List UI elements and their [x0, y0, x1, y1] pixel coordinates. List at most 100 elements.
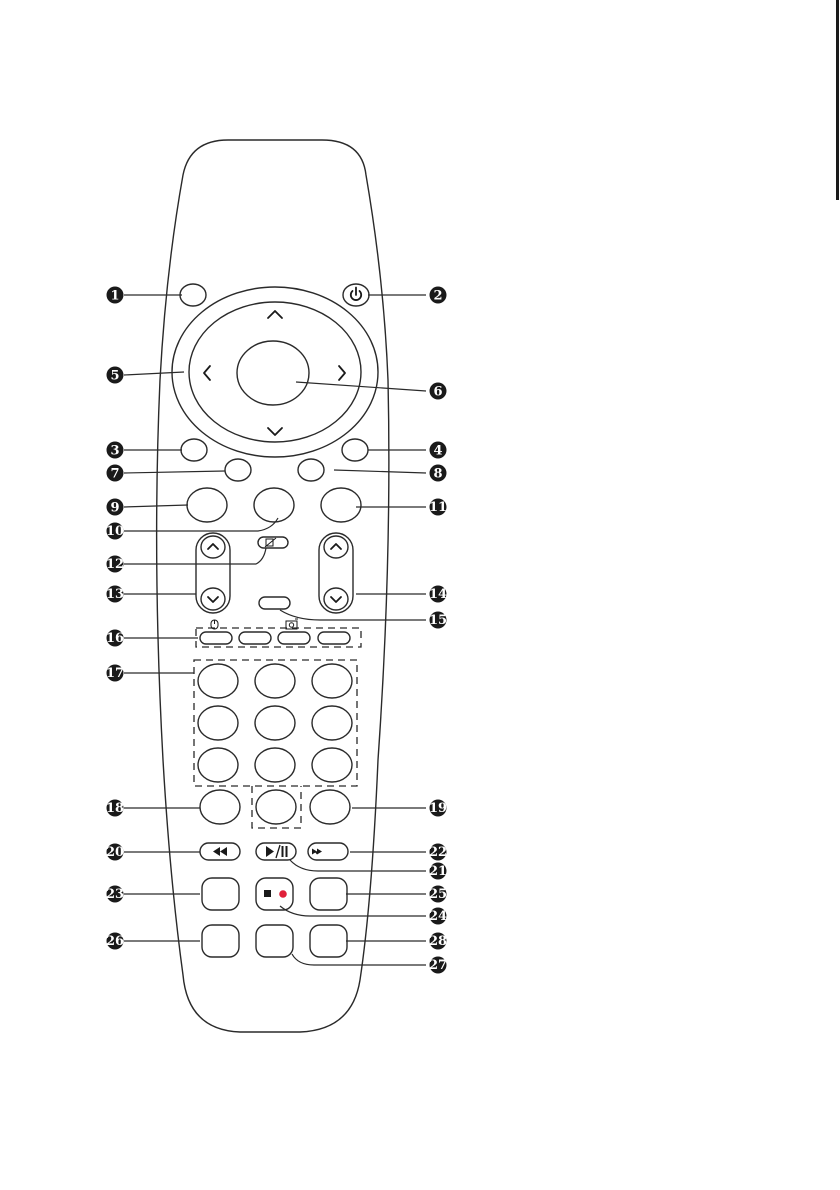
- callout-marker: 1: [106, 286, 124, 304]
- rewind-icon: [213, 847, 227, 856]
- arrow-down-icon: [267, 427, 283, 436]
- button-11[interactable]: [320, 487, 362, 523]
- mouse-icon: [210, 619, 219, 630]
- callout-marker: 3: [106, 441, 124, 459]
- svg-text:21: 21: [429, 864, 447, 879]
- button-3[interactable]: [180, 438, 208, 462]
- number-key[interactable]: [197, 747, 239, 783]
- svg-text:17: 17: [106, 666, 124, 681]
- number-key[interactable]: [254, 705, 296, 741]
- button-27[interactable]: [255, 924, 294, 958]
- arrow-down-icon: [330, 596, 342, 603]
- function-key-4[interactable]: [317, 631, 351, 645]
- power-icon: [349, 286, 363, 301]
- button-10[interactable]: [253, 487, 295, 523]
- page-edge-rule: [836, 0, 839, 200]
- fast-forward-icon: [312, 848, 322, 855]
- svg-text:2: 2: [433, 289, 442, 304]
- callout-marker: 8: [429, 464, 447, 482]
- callout-marker: 22: [429, 843, 447, 861]
- button-7[interactable]: [224, 458, 252, 482]
- callout-marker: 19: [429, 799, 447, 817]
- rewind-button[interactable]: [199, 842, 241, 861]
- button-8[interactable]: [297, 458, 325, 482]
- play-pause-button[interactable]: [255, 842, 297, 861]
- callout-marker: 11: [429, 498, 447, 516]
- function-key-3[interactable]: [277, 631, 311, 645]
- remote-body: [155, 139, 390, 1033]
- callout-marker: 21: [429, 862, 447, 880]
- function-key-2[interactable]: [238, 631, 272, 645]
- button-4[interactable]: [341, 438, 369, 462]
- svg-text:20: 20: [106, 845, 124, 860]
- callout-marker: 4: [429, 441, 447, 459]
- svg-text:19: 19: [429, 801, 447, 816]
- svg-text:8: 8: [433, 467, 442, 482]
- callout-marker: 26: [106, 932, 124, 950]
- number-key-zero[interactable]: [255, 789, 297, 825]
- callout-marker: 13: [106, 585, 124, 603]
- camera-icon: [285, 618, 298, 630]
- svg-text:9: 9: [110, 501, 119, 516]
- number-key[interactable]: [311, 663, 353, 699]
- power-button[interactable]: [342, 283, 370, 307]
- svg-text:22: 22: [429, 845, 447, 860]
- number-key[interactable]: [254, 663, 296, 699]
- callout-marker: 9: [106, 498, 124, 516]
- arrow-up-icon: [207, 543, 219, 550]
- callout-marker: 18: [106, 799, 124, 817]
- callout-marker: 16: [106, 629, 124, 647]
- volume-rocker[interactable]: [195, 532, 231, 614]
- arrow-left-icon: [203, 365, 211, 381]
- svg-text:1: 1: [110, 289, 119, 304]
- number-pad: [197, 663, 353, 783]
- button-15[interactable]: [258, 596, 291, 610]
- leader-lines: [123, 294, 427, 966]
- callout-marker: 5: [106, 366, 124, 384]
- callout-marker: 2: [429, 286, 447, 304]
- svg-text:11: 11: [429, 500, 447, 515]
- button-1[interactable]: [179, 283, 207, 307]
- callout-marker: 25: [429, 885, 447, 903]
- svg-text:15: 15: [429, 613, 447, 628]
- button-19[interactable]: [309, 789, 351, 825]
- navigation-ring[interactable]: [171, 286, 379, 458]
- record-icon: [279, 890, 287, 898]
- svg-text:25: 25: [429, 887, 447, 902]
- svg-text:10: 10: [106, 524, 124, 539]
- button-23[interactable]: [201, 877, 240, 911]
- svg-text:27: 27: [429, 958, 447, 973]
- svg-text:24: 24: [429, 909, 447, 924]
- callout-marker: 23: [106, 885, 124, 903]
- button-9[interactable]: [186, 487, 228, 523]
- button-28[interactable]: [309, 924, 348, 958]
- number-key[interactable]: [197, 705, 239, 741]
- button-26[interactable]: [201, 924, 240, 958]
- number-key[interactable]: [197, 663, 239, 699]
- number-key[interactable]: [311, 747, 353, 783]
- callout-marker: 27: [429, 956, 447, 974]
- svg-text:18: 18: [106, 801, 124, 816]
- button-18[interactable]: [199, 789, 241, 825]
- number-key[interactable]: [311, 705, 353, 741]
- svg-text:28: 28: [429, 934, 447, 949]
- play-pause-icon: [266, 844, 288, 859]
- callout-marker: 15: [429, 611, 447, 629]
- function-key-group: [195, 618, 362, 648]
- mute-button[interactable]: [257, 536, 289, 549]
- function-key-1[interactable]: [199, 631, 233, 645]
- svg-text:16: 16: [106, 631, 124, 646]
- arrow-right-icon: [338, 365, 346, 381]
- channel-rocker[interactable]: [318, 532, 354, 614]
- fast-forward-button[interactable]: [307, 842, 349, 861]
- callout-marker: 14: [429, 585, 447, 603]
- stop-record-button[interactable]: [255, 877, 294, 911]
- svg-text:26: 26: [106, 934, 124, 949]
- number-key[interactable]: [254, 747, 296, 783]
- svg-text:7: 7: [110, 467, 119, 482]
- callout-marker: 20: [106, 843, 124, 861]
- button-25[interactable]: [309, 877, 348, 911]
- ok-button[interactable]: [236, 340, 310, 406]
- callout-marker: 6: [429, 382, 447, 400]
